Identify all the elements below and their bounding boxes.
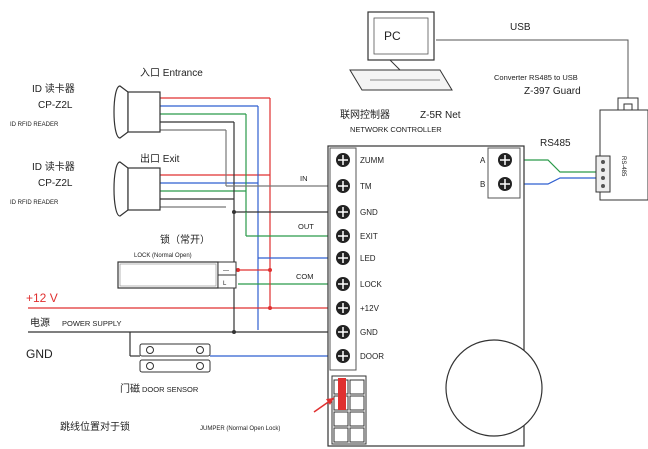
terminal-gnd-1[interactable]: GND bbox=[336, 205, 378, 219]
terminal-label: DOOR bbox=[360, 352, 384, 361]
rs485-label: RS485 bbox=[540, 138, 571, 149]
power-label-cn: 电源 bbox=[30, 316, 50, 329]
controller-input-wires bbox=[28, 185, 334, 357]
jumper-label-en: JUMPER (Normal Open Lock) bbox=[200, 426, 280, 432]
controller-terminal-block: ZUMM TM GND EXIT LED LOCK +12V GND bbox=[336, 153, 384, 363]
terminal-led[interactable]: LED bbox=[336, 251, 376, 265]
terminal-zumm[interactable]: ZUMM bbox=[336, 153, 384, 167]
entrance-reader-title: ID 读卡器 bbox=[32, 82, 75, 95]
lock-device[interactable]: — L bbox=[117, 261, 237, 289]
terminal-label: +12V bbox=[360, 304, 380, 313]
entrance-label: 入口 Entrance bbox=[140, 68, 203, 79]
terminal-gnd-2[interactable]: GND bbox=[336, 325, 378, 339]
rs485-terminal-label: B bbox=[480, 180, 485, 189]
terminal-label: GND bbox=[360, 208, 378, 217]
rs485-terminal-label: A bbox=[480, 156, 486, 165]
exit-label: 出口 Exit bbox=[140, 152, 180, 165]
controller-subtitle: NETWORK CONTROLLER bbox=[350, 125, 442, 134]
exit-reader-subtitle: ID RFID READER bbox=[10, 200, 59, 206]
terminal-12v[interactable]: +12V bbox=[336, 301, 380, 315]
exit-reader-title: ID 读卡器 bbox=[32, 160, 75, 173]
jumper-label-cn: 跳线位置对于锁 bbox=[60, 420, 130, 433]
controller-title-cn: 联网控制器 bbox=[340, 108, 390, 121]
entrance-reader-wires bbox=[160, 97, 270, 131]
terminal-lock[interactable]: LOCK bbox=[336, 277, 382, 291]
terminal-tm[interactable]: TM bbox=[336, 179, 372, 193]
converter-port-label: RS-485 bbox=[620, 156, 626, 177]
converter-device[interactable]: RS-485 bbox=[595, 97, 648, 201]
rs485-terminal-a[interactable]: A bbox=[480, 153, 512, 167]
jumper-pointer-arrow bbox=[326, 398, 334, 405]
lock-subtitle: LOCK (Normal Open) bbox=[134, 253, 192, 259]
entrance-reader-model: CP-Z2L bbox=[38, 100, 73, 111]
pc-label: PC bbox=[384, 29, 401, 43]
wire-label-out: OUT bbox=[298, 222, 314, 231]
converter-model: Z-397 Guard bbox=[524, 86, 581, 97]
lock-contact-lower: L bbox=[223, 281, 227, 287]
terminal-label: LED bbox=[360, 254, 376, 263]
gnd-label: GND bbox=[26, 347, 53, 361]
lock-contact-upper: — bbox=[223, 268, 229, 274]
terminal-label: GND bbox=[360, 328, 378, 337]
lock-title: 锁（常开） bbox=[160, 233, 210, 246]
rs485-terminal-b[interactable]: B bbox=[480, 177, 512, 191]
terminal-label: TM bbox=[360, 182, 372, 191]
pc-computer: PC bbox=[349, 11, 453, 91]
terminal-door[interactable]: DOOR bbox=[336, 349, 384, 363]
bus-lines bbox=[225, 98, 271, 330]
usb-cable bbox=[436, 39, 629, 98]
buzzer-circle bbox=[445, 339, 543, 437]
terminal-label: EXIT bbox=[360, 232, 378, 241]
power-voltage: +12 V bbox=[26, 291, 58, 305]
power-label-en: POWER SUPPLY bbox=[62, 319, 121, 328]
converter-title: Converter RS485 to USB bbox=[494, 73, 578, 82]
door-sensor[interactable] bbox=[139, 343, 211, 373]
terminal-label: LOCK bbox=[360, 280, 382, 289]
door-sensor-label-cn: 门磁 bbox=[120, 382, 140, 395]
rs485-wires bbox=[513, 159, 596, 185]
wire-label-com: COM bbox=[296, 272, 314, 281]
exit-reader-wires bbox=[160, 174, 270, 208]
exit-reader[interactable] bbox=[113, 161, 161, 217]
entrance-reader-subtitle: ID RFID READER bbox=[10, 122, 59, 128]
door-sensor-label-en: DOOR SENSOR bbox=[142, 385, 199, 394]
entrance-reader[interactable] bbox=[113, 85, 161, 139]
usb-label: USB bbox=[510, 22, 531, 33]
junction-dots-dark bbox=[232, 210, 236, 334]
jumper-block[interactable] bbox=[331, 375, 367, 445]
exit-reader-model: CP-Z2L bbox=[38, 178, 73, 189]
terminal-label: ZUMM bbox=[360, 156, 384, 165]
jumper-cap[interactable] bbox=[338, 378, 346, 410]
controller-model: Z-5R Net bbox=[420, 110, 461, 121]
junction-dots bbox=[236, 268, 272, 310]
terminal-exit[interactable]: EXIT bbox=[336, 229, 378, 243]
wire-label-in: IN bbox=[300, 174, 308, 183]
